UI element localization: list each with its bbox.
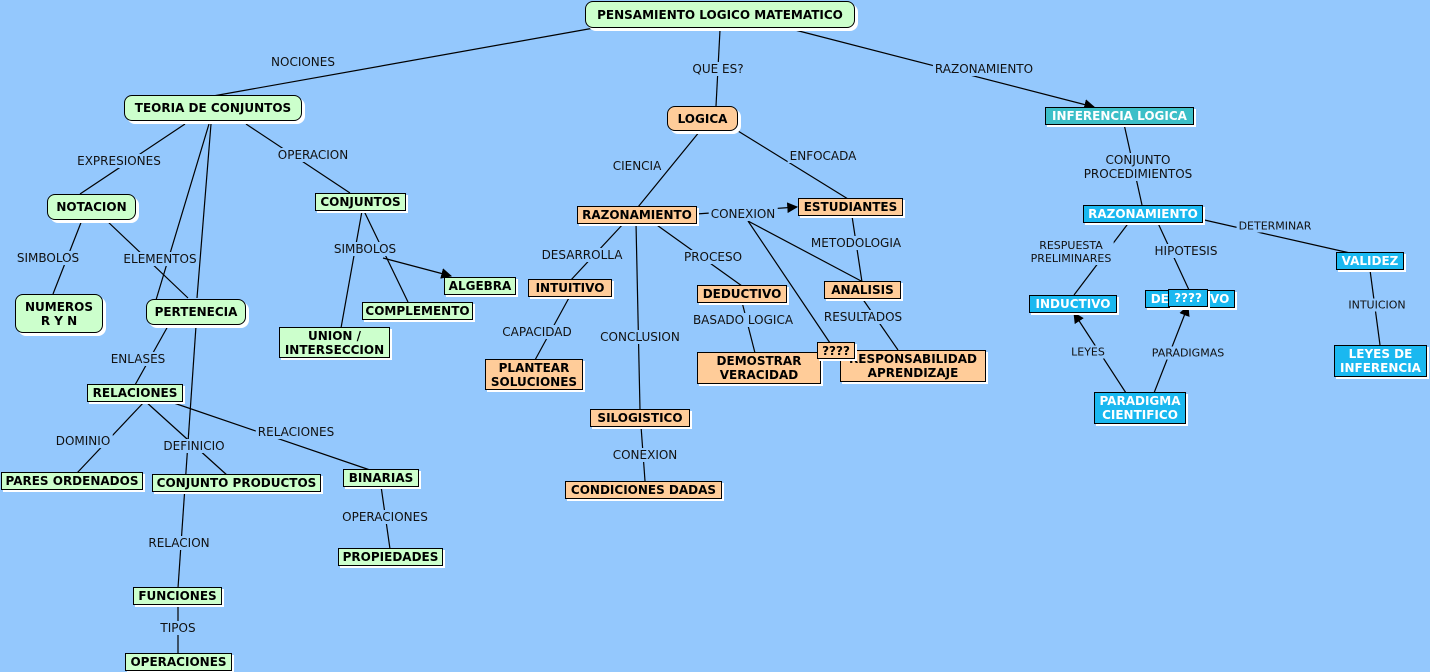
link-label: HIPOTESIS: [1152, 244, 1220, 258]
link-label: LEYES: [1069, 345, 1107, 359]
node-pensamiento-logico-matematico[interactable]: PENSAMIENTO LOGICO MATEMATICO: [585, 1, 855, 28]
edge: [144, 400, 229, 477]
link-label: DEFINICIO: [161, 439, 227, 453]
node-propiedades[interactable]: PROPIEDADES: [338, 548, 443, 566]
link-label: RAZONAMIENTO: [932, 62, 1036, 76]
node-leyes-de-inferencia[interactable]: LEYES DE INFERENCIA: [1334, 345, 1427, 377]
node-numeros-r-y-n[interactable]: NUMEROS R Y N: [15, 294, 103, 333]
edge: [737, 130, 849, 200]
node-pertenecia[interactable]: PERTENECIA: [146, 299, 246, 325]
link-label: EXPRESIONES: [75, 154, 163, 168]
link-label: INTUICION: [1346, 298, 1408, 312]
link-label: CONEXION: [708, 207, 778, 221]
node-notacion[interactable]: NOTACION: [47, 194, 136, 220]
edge: [196, 123, 212, 299]
node-pares-ordenados[interactable]: PARES ORDENADOS: [1, 472, 143, 490]
node-union-interseccion[interactable]: UNION / INTERSECCION: [279, 327, 390, 358]
link-label: OPERACIONES: [340, 510, 430, 524]
link-label: PARADIGMAS: [1149, 346, 1227, 360]
node-razonamiento-inferencia[interactable]: RAZONAMIENTO: [1083, 205, 1203, 223]
link-label: CONCLUSION: [598, 330, 682, 344]
link-label: PROCESO: [681, 250, 745, 264]
link-label: OPERACION: [275, 148, 351, 162]
node-responsabilidad-aprendizaje[interactable]: RESPONSABILIDAD APRENDIZAJE: [840, 350, 986, 382]
link-label: NOCIONES: [269, 55, 337, 69]
edge: [637, 130, 701, 208]
edge: [363, 210, 409, 303]
link-label: RELACIONES: [255, 425, 337, 439]
link-label: ENLASES: [108, 352, 168, 366]
edge: [635, 222, 641, 411]
node-validez[interactable]: VALIDEZ: [1336, 252, 1404, 270]
link-label: SIMBOLOS: [14, 251, 82, 265]
link-label: DESARROLLA: [539, 248, 625, 262]
node-relaciones[interactable]: RELACIONES: [87, 384, 183, 402]
node-complemento[interactable]: COMPLEMENTO: [362, 302, 473, 320]
link-label: ELEMENTOS: [121, 252, 199, 266]
node-estudiantes[interactable]: ESTUDIANTES: [798, 198, 903, 216]
link-label: RESULTADOS: [821, 310, 905, 324]
link-label: CONJUNTO PROCEDIMIENTOS: [1081, 153, 1195, 181]
node-funciones[interactable]: FUNCIONES: [133, 587, 222, 605]
node-binarias[interactable]: BINARIAS: [343, 469, 419, 487]
link-label: SIMBOLOS: [331, 242, 399, 256]
node-conjuntos[interactable]: CONJUNTOS: [315, 193, 406, 211]
edge: [741, 301, 756, 354]
link-label: RELACION: [146, 536, 212, 550]
link-label: RESPUESTA PRELIMINARES: [1028, 239, 1114, 265]
node-unknown-1[interactable]: ????: [817, 342, 855, 359]
edge: [747, 220, 864, 283]
link-label: TIPOS: [158, 621, 198, 635]
node-inferencia-logica[interactable]: INFERENCIA LOGICA: [1045, 107, 1194, 125]
link-label: DOMINIO: [53, 434, 113, 448]
node-unknown-2[interactable]: ????: [1168, 289, 1208, 307]
link-label: BASADO LOGICA: [690, 313, 796, 327]
node-condiciones-dadas[interactable]: CONDICIONES DADAS: [565, 481, 722, 499]
edge: [382, 257, 453, 279]
node-paradigma-cientifico[interactable]: PARADIGMA CIENTIFICO: [1094, 392, 1186, 424]
node-razonamiento[interactable]: RAZONAMIENTO: [577, 206, 697, 224]
node-plantear-soluciones[interactable]: PLANTEAR SOLUCIONES: [485, 359, 583, 390]
link-label: DETERMINAR: [1236, 219, 1314, 233]
edge: [340, 210, 363, 329]
node-inductivo[interactable]: INDUCTIVO: [1029, 295, 1117, 313]
node-intuitivo[interactable]: INTUITIVO: [528, 279, 612, 297]
node-silogistico[interactable]: SILOGISTICO: [590, 409, 690, 427]
link-label: CIENCIA: [610, 159, 664, 173]
node-algebra[interactable]: ALGEBRA: [444, 277, 516, 295]
node-analisis[interactable]: ANALISIS: [824, 281, 901, 299]
edge: [861, 297, 899, 351]
link-label: QUE ES?: [690, 62, 746, 76]
edge: [155, 123, 210, 301]
link-label: METODOLOGIA: [808, 236, 904, 250]
edge: [212, 27, 595, 97]
link-label: CAPACIDAD: [500, 325, 574, 339]
node-logica[interactable]: LOGICA: [667, 106, 738, 131]
node-demostrar-veracidad[interactable]: DEMOSTRAR VERACIDAD: [697, 352, 821, 384]
edge: [747, 220, 831, 344]
link-label: ENFOCADA: [787, 149, 859, 163]
node-teoria-de-conjuntos[interactable]: TEORIA DE CONJUNTOS: [124, 95, 302, 121]
node-deductivo[interactable]: DEDUCTIVO: [697, 285, 787, 303]
node-operaciones[interactable]: OPERACIONES: [125, 653, 232, 671]
node-conjunto-productos[interactable]: CONJUNTO PRODUCTOS: [152, 474, 321, 492]
edge: [1199, 218, 1351, 254]
link-label: CONEXION: [610, 448, 680, 462]
